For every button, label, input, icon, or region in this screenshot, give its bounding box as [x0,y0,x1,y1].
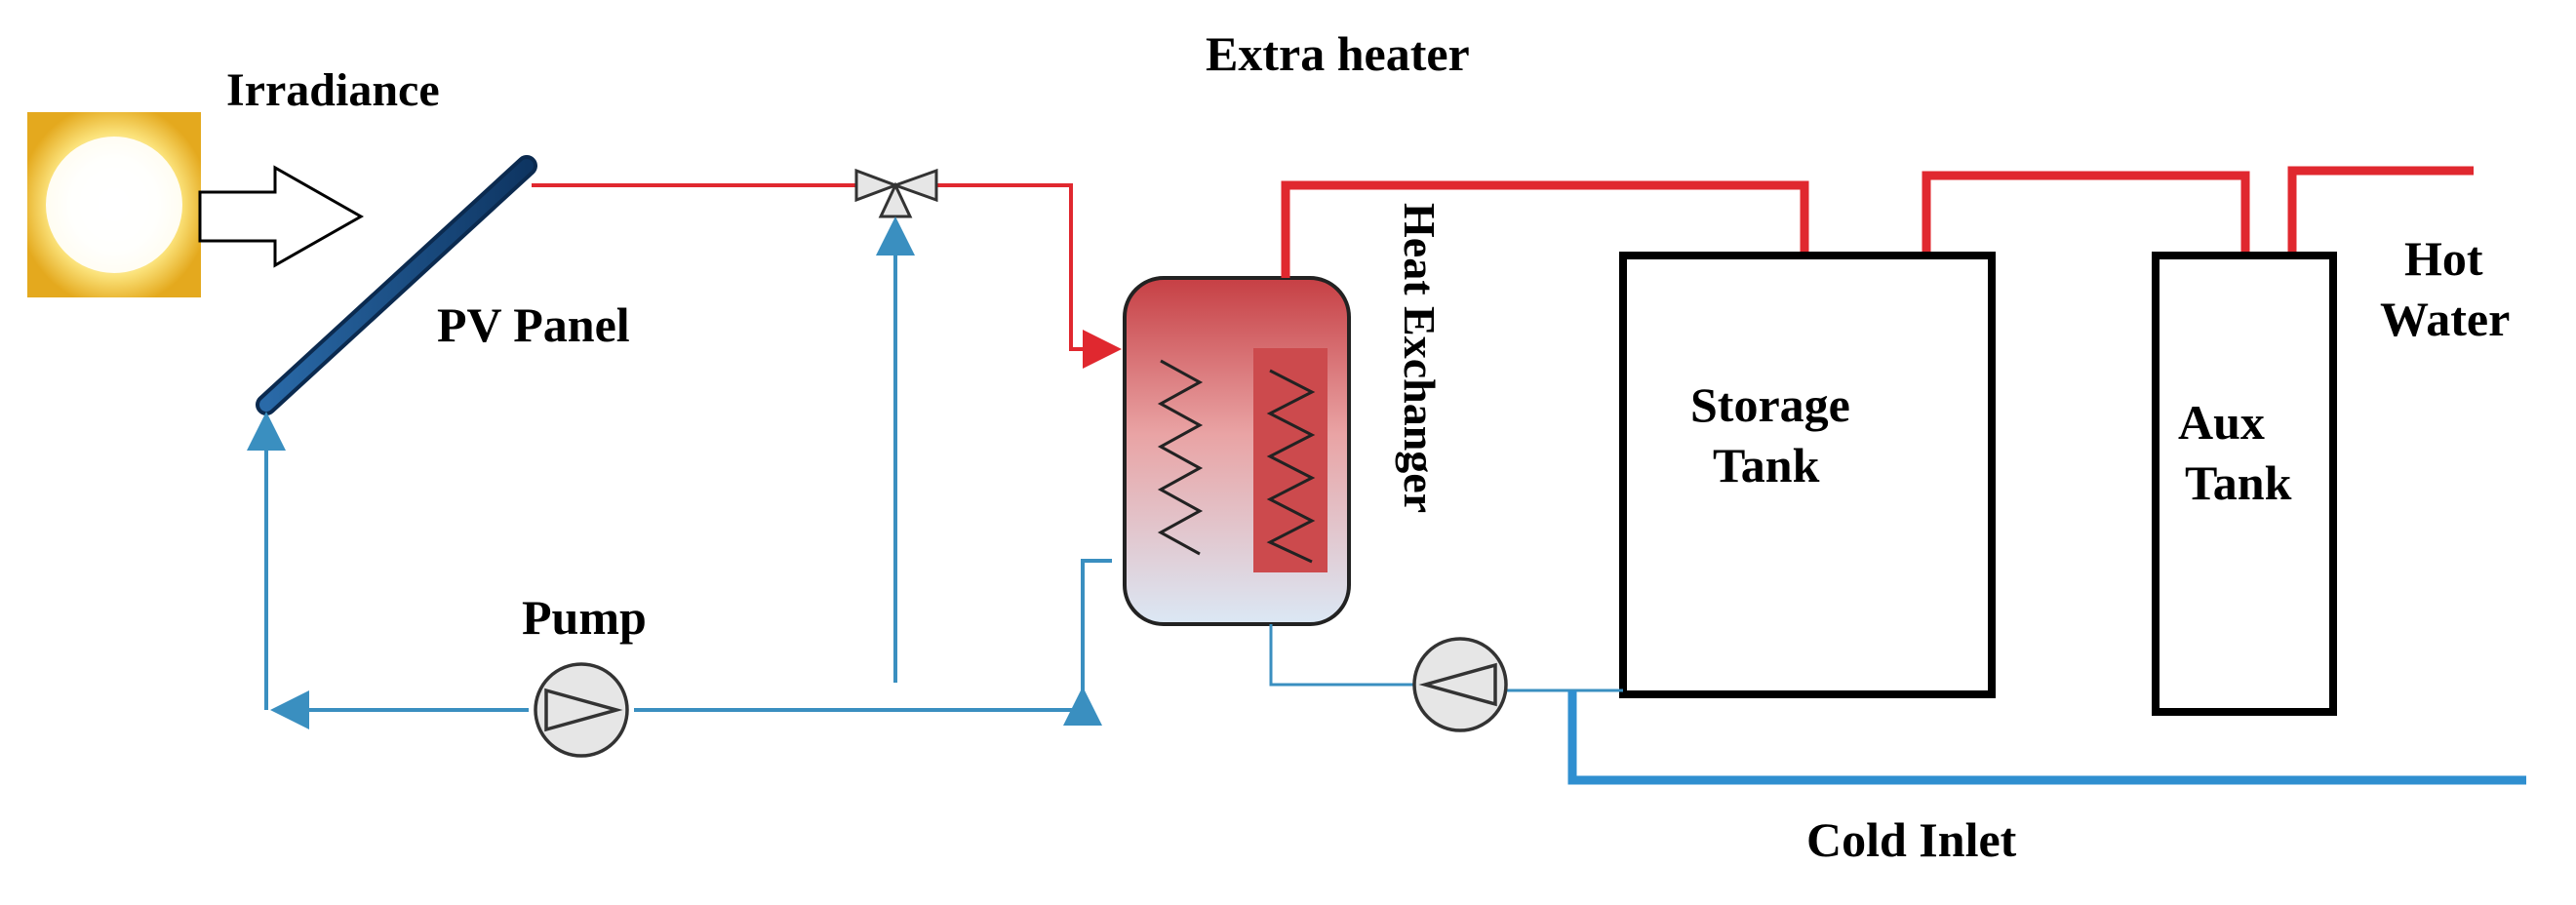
irradiance-label: Irradiance [226,64,440,116]
collector-hot-pipe [532,183,1122,369]
coil-icon [1266,369,1316,564]
aux-tank-label-line1: Aux [2178,395,2265,450]
heat-exchanger-label: Heat Exchanger [1395,203,1445,513]
secondary-loop-pipe [1269,624,1623,692]
pump-icon[interactable] [534,662,629,758]
cold-inlet-pipe [1567,690,2526,785]
storage-tank-label: Storage Tank [1690,377,1862,492]
heat-exchanger [1123,276,1351,626]
storage-tank [1619,252,1996,698]
aux-tank [2152,252,2337,716]
pv-panel-label: PV Panel [437,297,630,352]
aux-tank-label: Aux Tank [2178,395,2292,510]
irradiance-arrow-icon [198,165,365,268]
coil-icon [1157,359,1204,556]
pump-icon[interactable] [1412,637,1508,732]
aux-tank-label-line2: Tank [2185,455,2292,510]
three-way-valve-icon [854,168,938,218]
storage-tank-label-line1: Storage [1690,377,1850,432]
pv-panel [256,155,537,415]
extra-heater-label: Extra heater [1206,26,1470,81]
storage-tank-label-line2: Tank [1713,438,1820,492]
cold-inlet-label: Cold Inlet [1806,812,2017,867]
hot-water-pipe [1281,166,2474,278]
sun-icon [27,112,201,297]
hot-water-label-line2: Water [2380,292,2510,346]
collector-cold-pipe [247,216,1112,729]
pump-label: Pump [522,590,647,645]
hot-water-label: Hot Water [2380,231,2510,346]
hot-water-label-line1: Hot [2404,231,2483,286]
